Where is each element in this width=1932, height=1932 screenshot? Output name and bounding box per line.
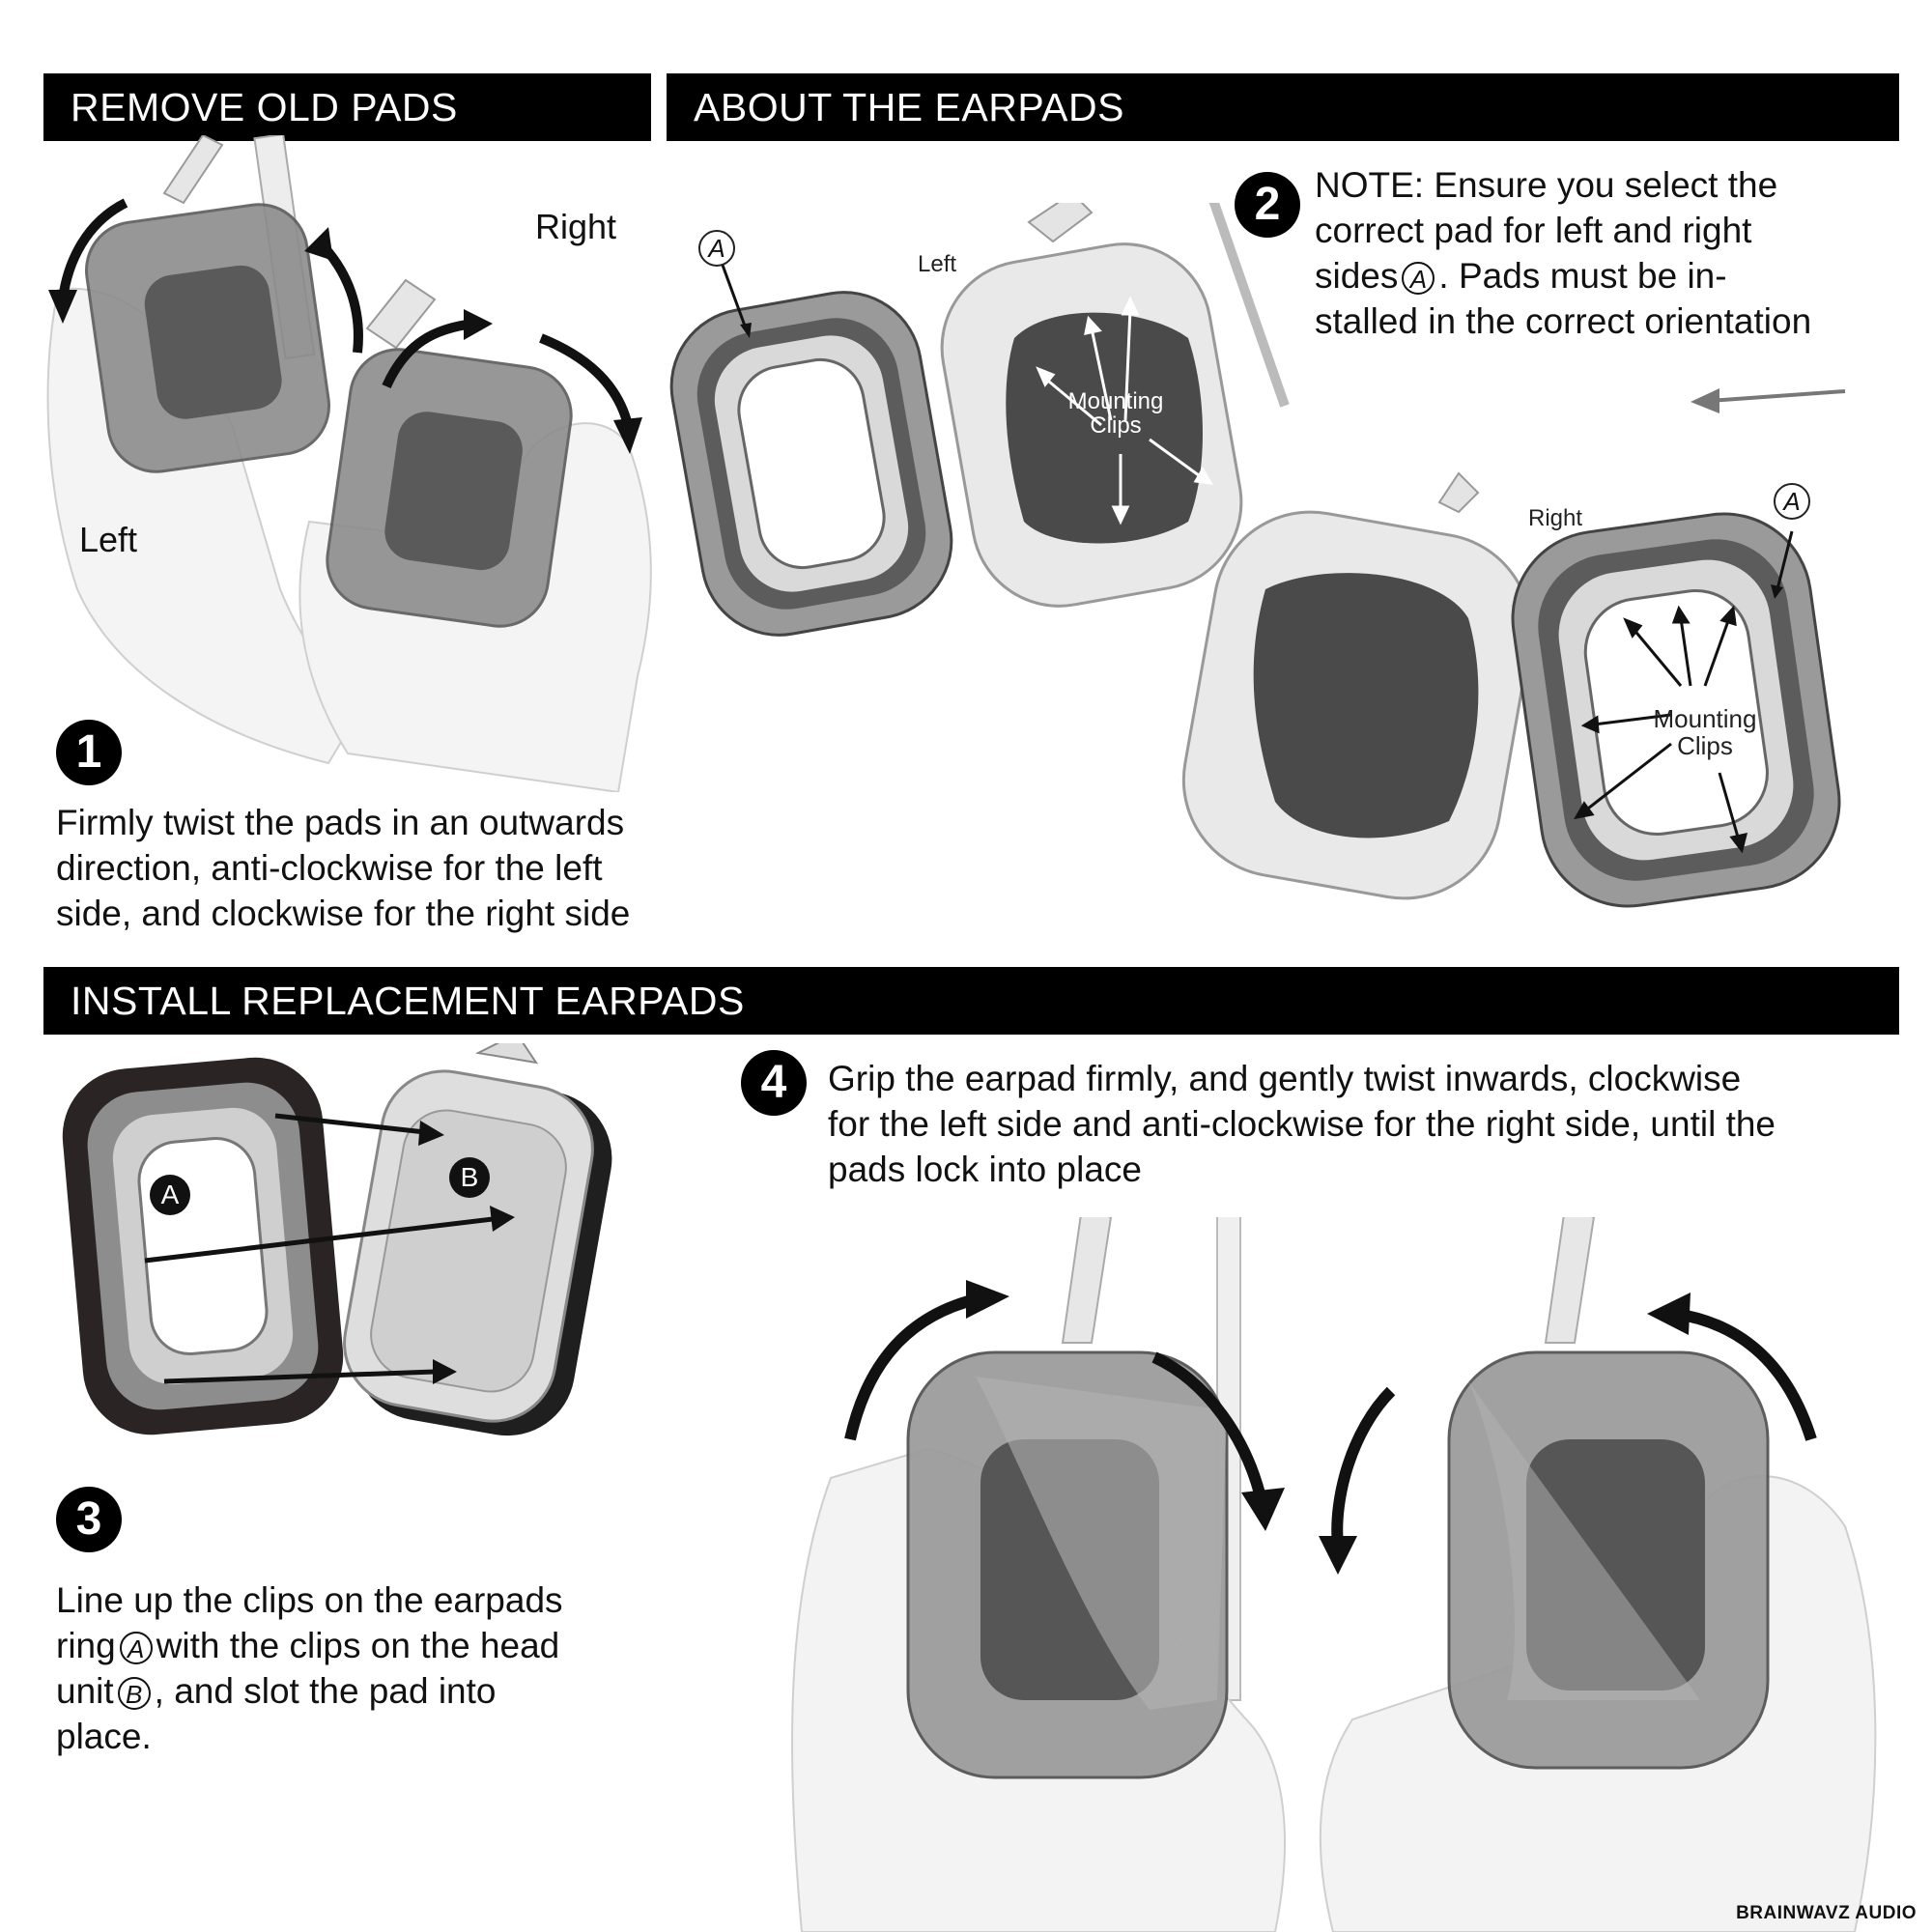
brainwavz-audio-logo: BRAINWAVZ AUDIO	[1736, 1903, 1917, 1923]
step3-line1: Line up the clips on the earpads	[56, 1580, 563, 1620]
step2-note: NOTE: Ensure you select the correct pad …	[1315, 162, 1914, 344]
section-header-about-earpads: ABOUT THE EARPADS	[667, 73, 1899, 141]
step3-marker-b: B	[449, 1157, 490, 1198]
step3-line3-post: , and slot the pad into	[154, 1671, 497, 1711]
step1-label-left: Left	[79, 520, 138, 559]
step2-line4: stalled in the correct orientation	[1315, 301, 1812, 341]
step2-number-badge: 2	[1235, 172, 1300, 238]
step3-marker-a: A	[150, 1175, 190, 1215]
step2-mounting-clips-right-line1: Mounting	[1653, 704, 1757, 733]
step1-line1: Firmly twist the pads in an outwards	[56, 803, 625, 842]
step3-number-badge: 3	[56, 1487, 122, 1552]
step2-line1: NOTE: Ensure you select the	[1315, 165, 1778, 205]
step2-mounting-clips-right-line2: Clips	[1677, 731, 1733, 760]
step3-line2-pre: ring	[56, 1626, 116, 1665]
section-header-remove-old-pads: REMOVE OLD PADS	[43, 73, 651, 141]
step4-line2: for the left side and anti-clockwise for…	[828, 1104, 1776, 1144]
step2-line3-post: . Pads must be in-	[1438, 256, 1727, 296]
step4-line3: pads lock into place	[828, 1150, 1142, 1189]
step4-number-badge: 4	[741, 1050, 807, 1116]
step2-line2: correct pad for left and right	[1315, 211, 1752, 250]
step1-instructions: Firmly twist the pads in an outwards dir…	[56, 800, 674, 936]
step2-mounting-clips-left-line1: Mounting	[1067, 388, 1164, 414]
step2-line3-pre: sides	[1315, 256, 1399, 296]
step1-line2: direction, anti-clockwise for the left	[56, 848, 603, 888]
step2-mounting-clips-label-left: Mounting Clips	[1063, 389, 1169, 438]
step4-line1: Grip the earpad firmly, and gently twist…	[828, 1059, 1742, 1098]
step2-diagram-label-left: Left	[918, 251, 957, 277]
step2-diagram-label-right: Right	[1528, 505, 1583, 531]
step2-marker-a-left: A	[698, 230, 735, 267]
step3-line4: place.	[56, 1717, 152, 1756]
step2-mounting-clips-left-line2: Clips	[1090, 412, 1142, 439]
step2-earpad-diagram	[669, 203, 1846, 908]
step2-mounting-clips-label-right: Mounting Clips	[1642, 705, 1768, 759]
step1-line3: side, and clockwise for the right side	[56, 894, 631, 933]
section-header-install-earpads: INSTALL REPLACEMENT EARPADS	[43, 967, 1899, 1035]
circled-b-marker: B	[117, 1677, 151, 1711]
step2-marker-a-right: A	[1774, 483, 1810, 520]
step3-line2-post: with the clips on the head	[156, 1626, 560, 1665]
circled-a-marker: A	[1402, 262, 1435, 296]
step1-label-right: Right	[535, 207, 617, 246]
step3-alignment-illustration	[62, 1043, 612, 1436]
circled-a-marker: A	[119, 1632, 153, 1665]
step1-hands-twisting-illustration	[46, 135, 652, 792]
step3-line3-pre: unit	[56, 1671, 114, 1711]
step4-instructions: Grip the earpad firmly, and gently twist…	[828, 1056, 1900, 1192]
step1-number-badge: 1	[56, 720, 122, 785]
step4-hands-installing-illustration	[791, 1217, 1877, 1932]
